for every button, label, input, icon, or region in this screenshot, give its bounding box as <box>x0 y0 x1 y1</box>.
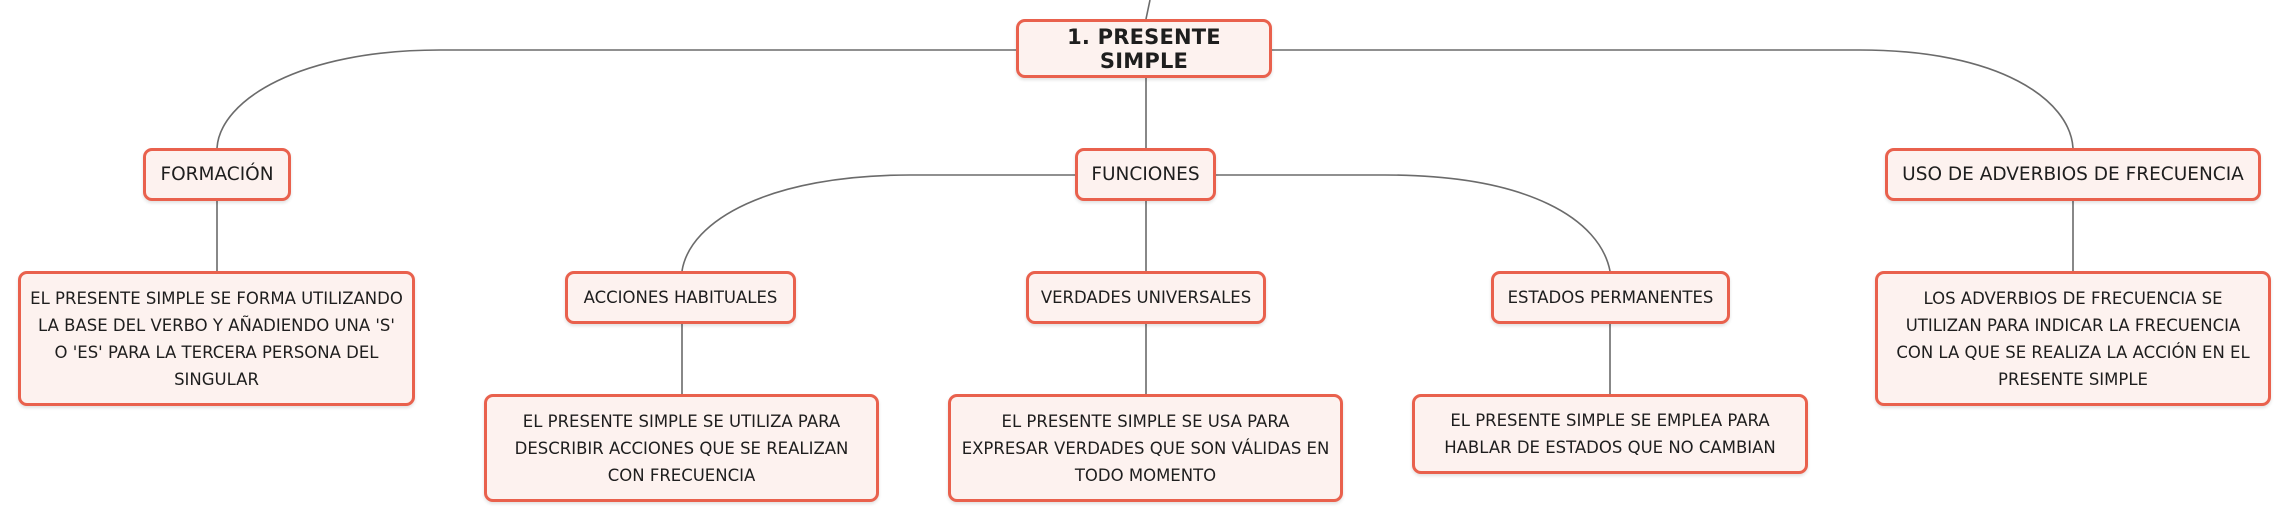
root-topic-label: 1. PRESENTE SIMPLE <box>1067 24 1221 73</box>
connector-parent-to-root <box>1145 0 1151 20</box>
connector-root-to-adverbios <box>1272 49 2074 149</box>
acciones-detail-text: EL PRESENTE SIMPLE SE UTILIZA PARA DESCR… <box>514 411 849 485</box>
estados-detail-text: EL PRESENTE SIMPLE SE EMPLEA PARA HABLAR… <box>1444 411 1776 457</box>
topic-adverbios[interactable]: USO DE ADVERBIOS DE FRECUENCIA <box>1885 148 2261 201</box>
verdades-detail-text: EL PRESENTE SIMPLE SE USA PARA EXPRESAR … <box>961 411 1330 485</box>
formacion-detail-text: EL PRESENTE SIMPLE SE FORMA UTILIZANDO L… <box>30 288 403 389</box>
estados-detail[interactable]: EL PRESENTE SIMPLE SE EMPLEA PARA HABLAR… <box>1412 394 1808 474</box>
connector-funciones-to-estados <box>1216 174 1611 272</box>
subtopic-verdades-universales[interactable]: VERDADES UNIVERSALES <box>1026 271 1266 324</box>
topic-formacion[interactable]: FORMACIÓN <box>143 148 291 201</box>
connector-funciones-to-acciones <box>681 174 1075 272</box>
subtopic-estados-permanentes[interactable]: ESTADOS PERMANENTES <box>1491 271 1730 324</box>
acciones-detail[interactable]: EL PRESENTE SIMPLE SE UTILIZA PARA DESCR… <box>484 394 879 502</box>
verdades-detail[interactable]: EL PRESENTE SIMPLE SE USA PARA EXPRESAR … <box>948 394 1343 502</box>
topic-formacion-label: FORMACIÓN <box>160 164 274 185</box>
formacion-detail[interactable]: EL PRESENTE SIMPLE SE FORMA UTILIZANDO L… <box>18 271 415 406</box>
adverbios-detail-text: LOS ADVERBIOS DE FRECUENCIA SE UTILIZAN … <box>1896 288 2250 389</box>
topic-funciones-label: FUNCIONES <box>1091 164 1200 185</box>
connector-root-to-formacion <box>216 49 1016 149</box>
topic-adverbios-label: USO DE ADVERBIOS DE FRECUENCIA <box>1902 164 2244 185</box>
root-topic[interactable]: 1. PRESENTE SIMPLE <box>1016 19 1272 78</box>
subtopic-estados-label: ESTADOS PERMANENTES <box>1507 288 1714 307</box>
adverbios-detail[interactable]: LOS ADVERBIOS DE FRECUENCIA SE UTILIZAN … <box>1875 271 2271 406</box>
subtopic-acciones-habituales[interactable]: ACCIONES HABITUALES <box>565 271 796 324</box>
subtopic-verdades-label: VERDADES UNIVERSALES <box>1040 288 1252 307</box>
subtopic-acciones-label: ACCIONES HABITUALES <box>583 288 778 307</box>
topic-funciones[interactable]: FUNCIONES <box>1075 148 1216 201</box>
